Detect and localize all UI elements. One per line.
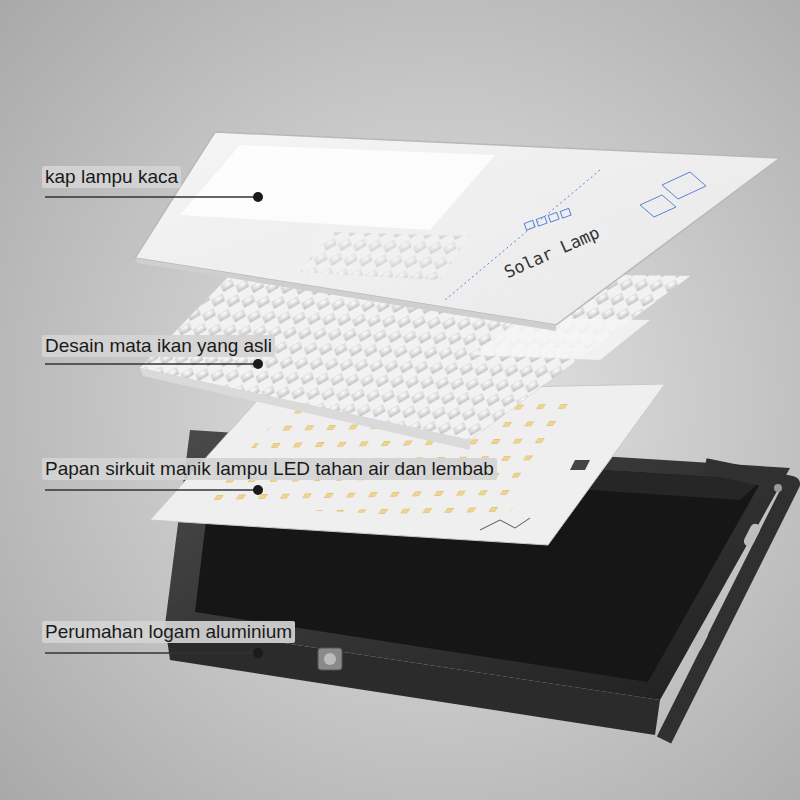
callout-label: kap lampu kaca — [42, 166, 181, 188]
leader-dots — [253, 192, 263, 658]
leader-lines — [45, 197, 258, 653]
callout-label: Perumahan logam aluminium — [42, 621, 295, 643]
callout-label: Papan sirkuit manik lampu LED tahan air … — [42, 458, 497, 480]
printed-mark: Solar Lamp — [501, 221, 603, 283]
callout-label: Desain mata ikan yang asli — [42, 335, 275, 357]
